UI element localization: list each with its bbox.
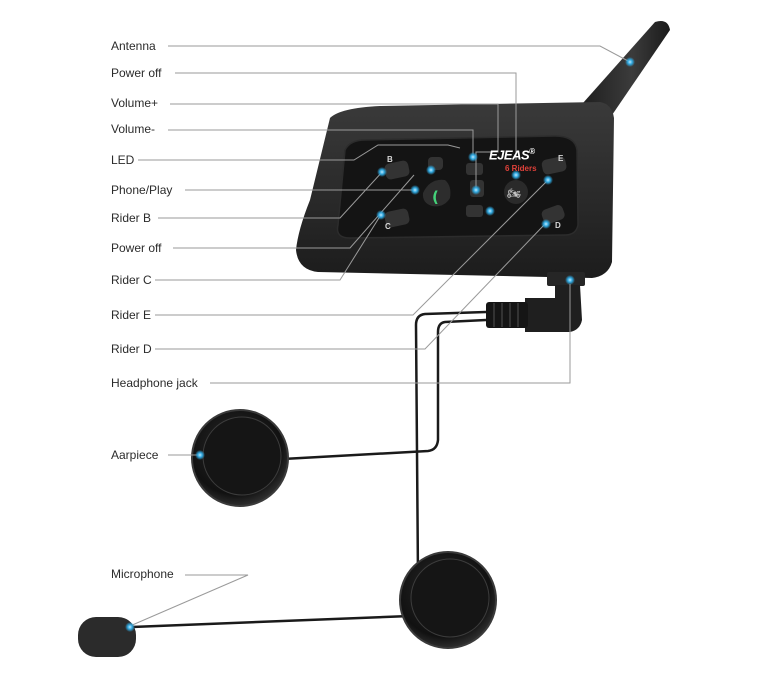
antenna bbox=[575, 21, 670, 118]
microphone bbox=[78, 617, 136, 657]
label-power-off-bottom: Power off bbox=[111, 241, 162, 255]
brand-name: EJEAS bbox=[489, 147, 530, 163]
phone-icon: ( bbox=[432, 188, 439, 206]
label-power-off-top: Power off bbox=[111, 66, 162, 80]
earpiece-left bbox=[191, 409, 289, 507]
label-earpiece: Aarpiece bbox=[111, 448, 159, 462]
button-letter-c: C bbox=[385, 222, 391, 231]
leader-lines bbox=[129, 45, 631, 627]
button-letter-d: D bbox=[555, 221, 561, 230]
cables bbox=[131, 310, 487, 629]
headphone-jack bbox=[486, 272, 585, 332]
label-volume-minus: Volume- bbox=[111, 122, 156, 136]
label-antenna: Antenna bbox=[111, 39, 156, 53]
label-headphone-jack: Headphone jack bbox=[111, 376, 198, 390]
label-led: LED bbox=[111, 153, 135, 167]
buttons: ( 🏍 bbox=[384, 156, 567, 228]
label-rider-d: Rider D bbox=[111, 342, 152, 356]
label-volume-plus: Volume+ bbox=[111, 96, 159, 110]
label-rider-e: Rider E bbox=[111, 308, 152, 322]
registered-mark: ® bbox=[529, 147, 535, 156]
label-microphone: Microphone bbox=[111, 567, 174, 581]
label-rider-b: Rider B bbox=[111, 211, 152, 225]
earpiece-right bbox=[399, 551, 497, 649]
indicator-dots bbox=[125, 57, 635, 632]
button-letter-e: E bbox=[558, 154, 564, 163]
brand-logo: EJEAS® bbox=[489, 147, 535, 162]
label-rider-c: Rider C bbox=[111, 273, 152, 287]
motorcycle-icon: 🏍 bbox=[507, 187, 521, 200]
label-phone-play: Phone/Play bbox=[111, 183, 173, 197]
button-letter-b: B bbox=[387, 155, 393, 164]
brand-subtitle: 6 Riders bbox=[505, 164, 537, 173]
